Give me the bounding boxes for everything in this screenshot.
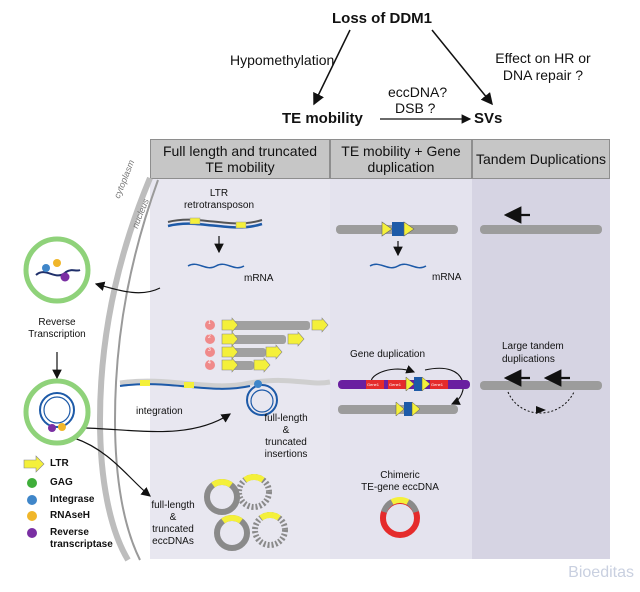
legend-integrase-label: Integrase: [50, 494, 95, 505]
legend-ltr-icon: [23, 455, 45, 473]
label-gene1-b: Gene1: [389, 382, 402, 387]
title-loss-of-ddm1: Loss of DDM1: [332, 10, 433, 27]
watermark: Bioeditas: [568, 564, 634, 581]
label-eccdna-question: eccDNA?: [388, 84, 448, 100]
label-num-3: 3: [208, 347, 211, 353]
legend-rt-icon: [27, 528, 37, 538]
label-svs: SVs: [474, 110, 503, 127]
legend-rnaseh-icon: [27, 511, 37, 521]
legend-rnaseh-label: RNAseH: [50, 510, 91, 521]
cytoplasm-boundary: [96, 176, 153, 562]
arrow-ddm1-to-te: [313, 29, 351, 106]
legend-gag-label: GAG: [50, 477, 73, 488]
cell-lower: [23, 378, 91, 446]
panel-col3-bg: [472, 179, 610, 559]
legend-ltr-label: LTR: [50, 458, 69, 469]
label-te-mobility: TE mobility: [282, 110, 363, 127]
label-mrna-col2: mRNA: [432, 272, 462, 283]
label-gene1-a: Gene1: [367, 382, 380, 387]
ltr-retrotransposon-drawing: [167, 217, 263, 229]
label-num-2: 2: [208, 334, 211, 340]
gene-duplication-drawing: [338, 365, 470, 417]
nucleus-boundary: [113, 179, 159, 561]
label-mrna-col1: mRNA: [244, 273, 274, 284]
label-num-1: 1: [208, 320, 211, 326]
label-integration: integration: [136, 406, 183, 417]
label-num-4: 4: [208, 360, 211, 366]
arrow-ddm1-to-svs: [431, 29, 493, 106]
legend-gag-icon: [27, 478, 37, 488]
label-gene1-c: Gene1: [431, 382, 444, 387]
eccdna-circles-col1: [204, 474, 288, 551]
legend-symbols: [23, 455, 45, 538]
mrna-squiggle-col2: [369, 263, 427, 269]
col2-chromosome: [336, 221, 458, 237]
header-tandem-duplications: Tandem Duplications: [472, 139, 610, 179]
integration-drawing: [119, 377, 331, 416]
label-hypomethylation: Hypomethylation: [230, 52, 335, 68]
cell-upper: [23, 236, 91, 304]
chimeric-eccdna: [380, 497, 420, 538]
mrna-squiggle-col1: [187, 263, 245, 269]
label-gene-duplication: Gene duplication: [350, 349, 426, 360]
label-dsb-question: DSB ?: [395, 100, 436, 116]
col3-drawings: [480, 206, 602, 414]
truncated-insertions: [205, 317, 329, 373]
legend-integrase-icon: [27, 495, 37, 505]
